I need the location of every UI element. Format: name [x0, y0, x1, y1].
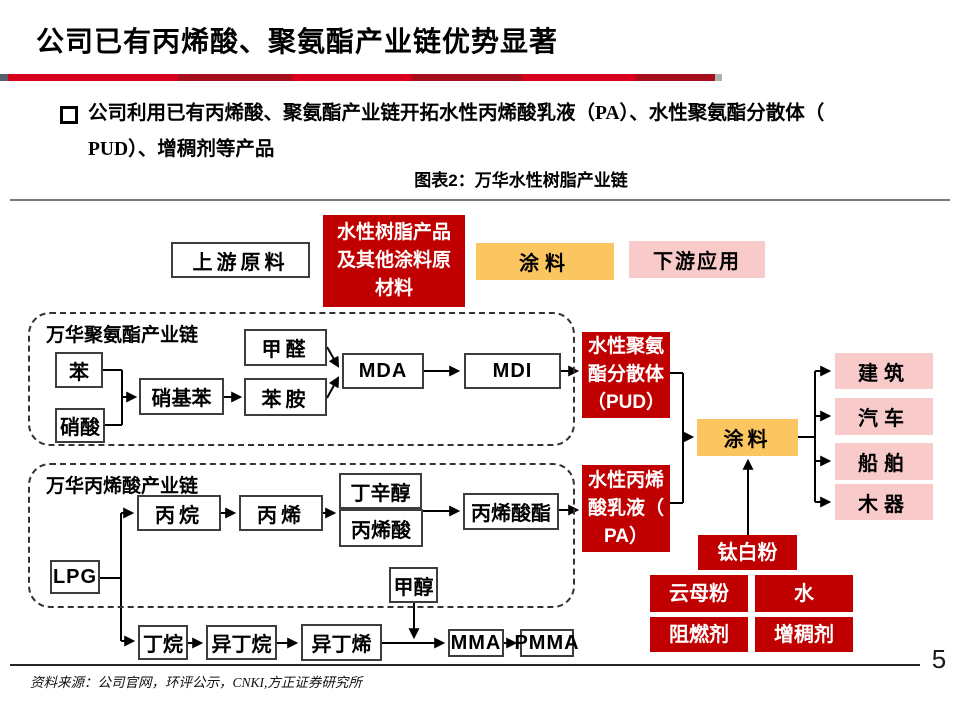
node-propane: 丙烷	[137, 495, 221, 531]
node-ship: 船舶	[835, 443, 933, 480]
node-flame-retardant: 阻燃剂	[650, 617, 748, 652]
legend-coating: 涂料	[476, 243, 614, 280]
bottom-separator	[10, 664, 920, 666]
node-formaldehyde: 甲醛	[244, 329, 327, 366]
pu-chain-group	[28, 312, 575, 446]
source-note: 资料来源：公司官网，环评公示，CNKI,方正证券研究所	[30, 675, 362, 690]
node-acrylic-acid: 丙烯酸	[339, 509, 423, 547]
node-nitric-acid: 硝酸	[55, 408, 105, 443]
node-nitrobenzene: 硝基苯	[139, 378, 224, 415]
node-benzene: 苯	[55, 352, 103, 388]
title-underline-cap	[0, 74, 8, 81]
top-separator	[10, 199, 950, 201]
node-automobile: 汽车	[835, 398, 933, 435]
node-mda: MDA	[342, 353, 424, 389]
node-mma: MMA	[448, 629, 504, 657]
page-title: 公司已有丙烯酸、聚氨酯产业链优势显著	[36, 26, 559, 57]
chart-caption: 图表2：万华水性树脂产业链	[414, 171, 628, 190]
node-acrylate: 丙烯酸酯	[463, 493, 559, 530]
title-underline-bar	[8, 74, 722, 81]
node-methanol: 甲醇	[389, 567, 438, 603]
node-isobutylene: 异丁烯	[301, 624, 382, 661]
node-coating: 涂料	[697, 419, 798, 456]
node-titanium-dioxide: 钛白粉	[698, 535, 797, 570]
node-pud: 水性聚氨 酯分散体 （PUD）	[582, 332, 670, 418]
node-isobutane: 异丁烷	[206, 625, 277, 660]
node-pmma: PMMA	[514, 629, 579, 657]
node-pa: 水性丙烯 酸乳液（ PA）	[582, 465, 670, 552]
pu-chain-label: 万华聚氨酯产业链	[46, 325, 199, 346]
bullet-text: 公司利用已有丙烯酸、聚氨酯产业链开拓水性丙烯酸乳液（PA）、水性聚氨酯分散体（ …	[88, 103, 825, 160]
node-building: 建筑	[835, 353, 933, 389]
page-number: 5	[931, 644, 947, 674]
legend-upstream: 上游原料	[171, 242, 310, 278]
legend-resin-products: 水性树脂产品 及其他涂料原 材料	[323, 215, 465, 307]
node-mica-powder: 云母粉	[650, 575, 748, 612]
node-water: 水	[755, 575, 853, 612]
legend-downstream: 下游应用	[629, 241, 765, 278]
node-wood: 木器	[835, 484, 933, 520]
node-mdi: MDI	[464, 353, 561, 389]
bullet-square-icon	[60, 106, 78, 124]
node-aniline: 苯胺	[244, 378, 327, 416]
node-lpg: LPG	[50, 560, 100, 594]
acrylic-chain-label: 万华丙烯酸产业链	[46, 476, 199, 497]
node-thickener: 增稠剂	[755, 617, 853, 652]
node-propylene: 丙烯	[239, 495, 323, 531]
acrylic-chain-group	[28, 463, 575, 608]
node-butane: 丁烷	[138, 625, 188, 660]
node-butanol-octanol: 丁辛醇	[339, 473, 422, 509]
